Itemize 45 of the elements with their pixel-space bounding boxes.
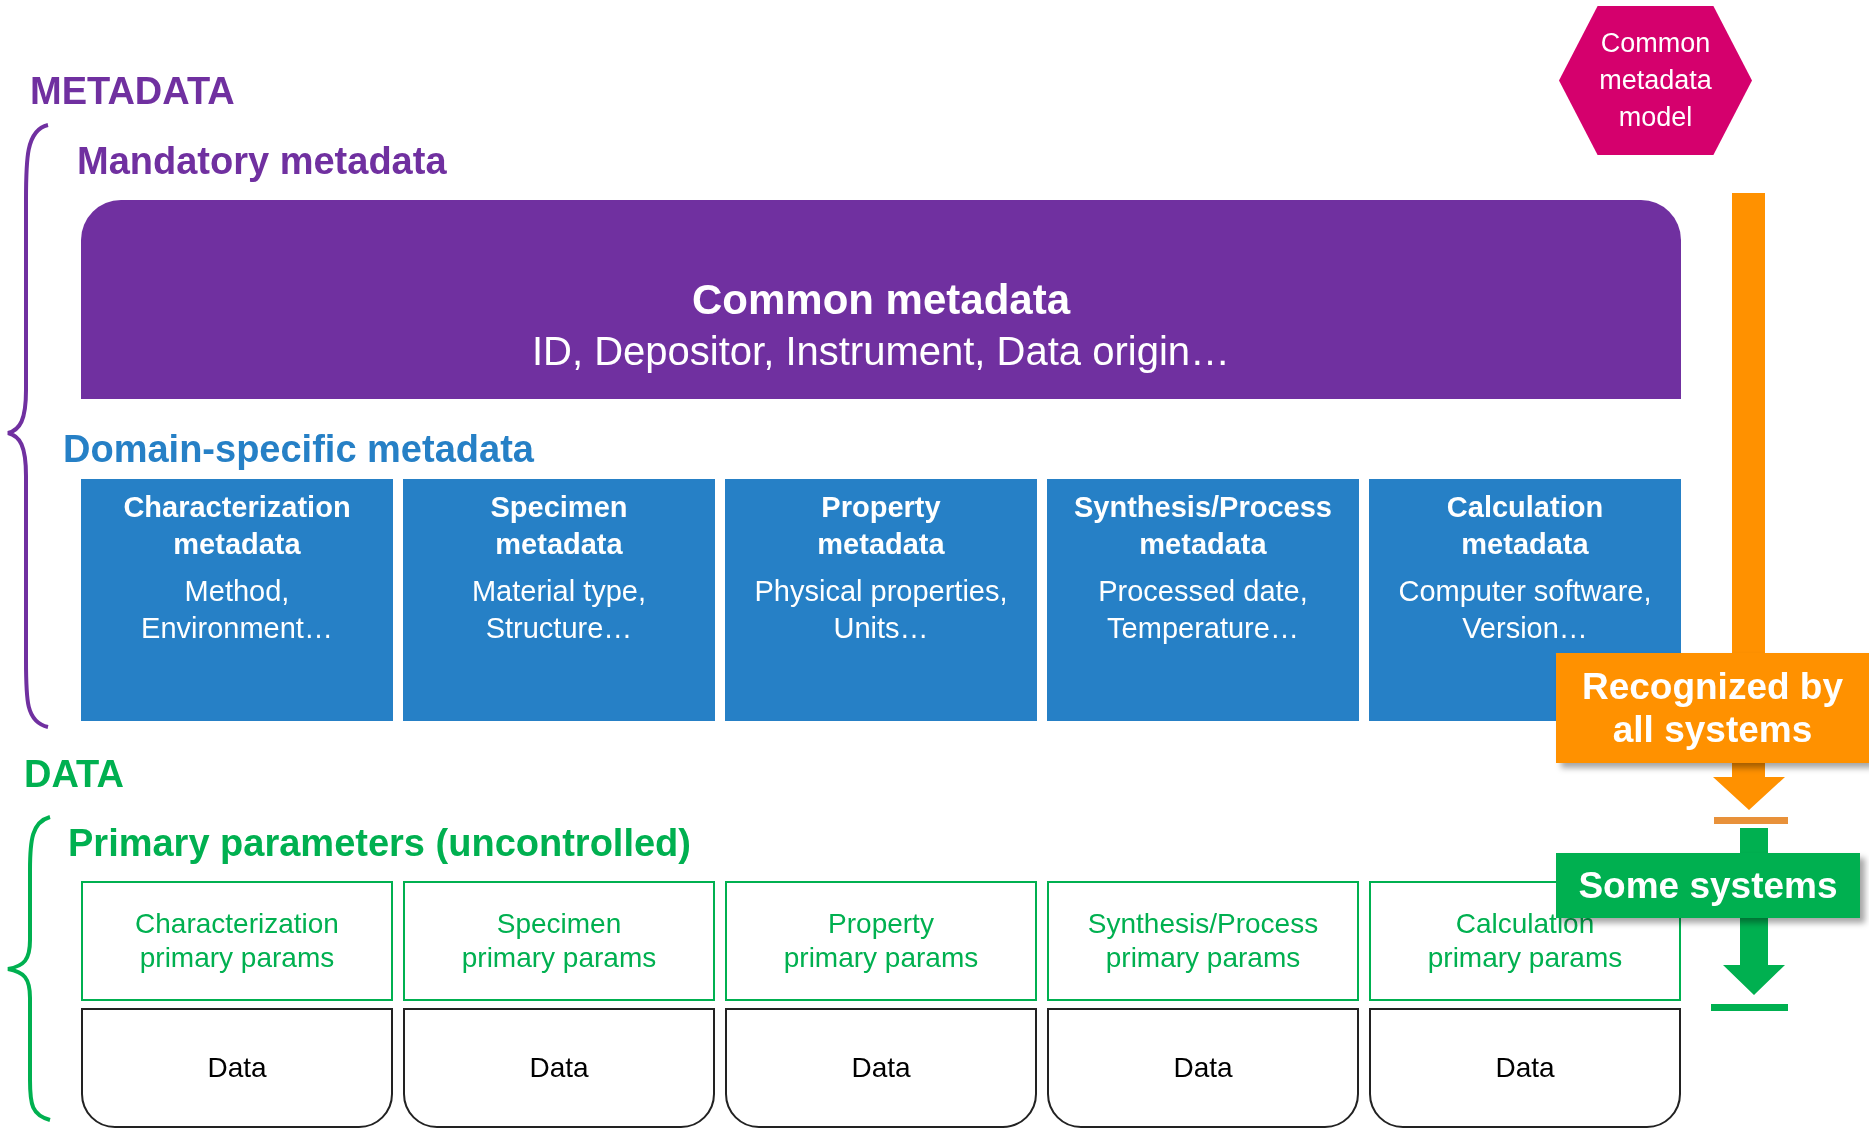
node-text: Data xyxy=(1495,1052,1555,1084)
node-text: Common metadata model xyxy=(1599,27,1712,134)
box-heading: Calculation metadata xyxy=(1446,490,1604,562)
node-text: Data xyxy=(207,1052,267,1084)
panel-text: ID, Depositor, Instrument, Data origin… xyxy=(531,327,1231,375)
box-heading: Property metadata xyxy=(817,490,945,562)
node-text: Calculation primary params xyxy=(1426,907,1624,975)
common-metadata-panel xyxy=(81,200,1681,399)
data-box xyxy=(725,1008,1037,1128)
box-text: Physical properties, Units… xyxy=(753,574,1009,646)
panel-heading: Common metadata xyxy=(691,274,1071,325)
domain-metadata-box xyxy=(81,479,393,721)
data-box xyxy=(1369,1008,1681,1128)
callout-tooltip xyxy=(1556,653,1869,763)
primary-params-box xyxy=(81,881,393,1001)
section-heading: Mandatory metadata xyxy=(77,140,447,183)
section-heading: METADATA xyxy=(30,70,235,113)
domain-metadata-box xyxy=(403,479,715,721)
section-heading: DATA xyxy=(24,753,124,796)
node-text: Specimen primary params xyxy=(460,907,658,975)
box-text: Material type, Structure… xyxy=(470,574,648,646)
primary-params-box xyxy=(403,881,715,1001)
node-text: Data xyxy=(529,1052,589,1084)
node-text: Characterization primary params xyxy=(134,907,340,975)
node-text: Synthesis/Process primary params xyxy=(1086,907,1320,975)
data-box xyxy=(403,1008,715,1128)
box-text: Computer software, Version… xyxy=(1397,574,1653,646)
box-heading: Specimen metadata xyxy=(490,490,628,562)
primary-params-box xyxy=(1047,881,1359,1001)
primary-params-box xyxy=(725,881,1037,1001)
box-text: Processed date, Temperature… xyxy=(1097,574,1309,646)
data-box xyxy=(81,1008,393,1128)
box-heading: Synthesis/Process metadata xyxy=(1074,490,1332,562)
data-box xyxy=(1047,1008,1359,1128)
node-text: Property primary params xyxy=(782,907,980,975)
domain-metadata-box xyxy=(1047,479,1359,721)
section-heading: Domain-specific metadata xyxy=(63,428,534,471)
callout-text: Recognized by all systems xyxy=(1580,665,1845,751)
section-heading: Primary parameters (uncontrolled) xyxy=(68,822,691,865)
node-text: Data xyxy=(1173,1052,1233,1084)
node-text: Data xyxy=(851,1052,911,1084)
callout-text: Some systems xyxy=(1578,864,1838,907)
domain-metadata-box xyxy=(725,479,1037,721)
box-heading: Characterization metadata xyxy=(123,490,351,562)
box-text: Method, Environment… xyxy=(140,574,334,646)
